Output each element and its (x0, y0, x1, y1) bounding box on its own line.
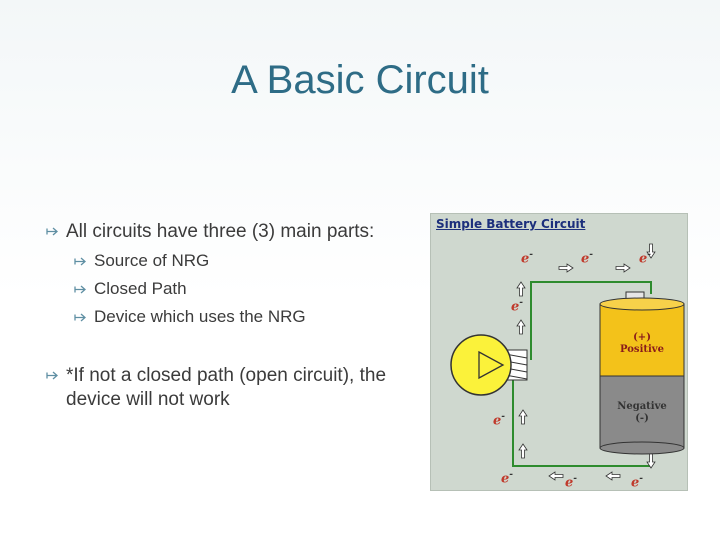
electron-label: e- (581, 250, 594, 267)
electron-label: e- (493, 412, 506, 429)
arrow-left-icon (548, 471, 564, 481)
slide-title: A Basic Circuit (231, 58, 489, 102)
arrow-up-icon (516, 281, 526, 297)
diagram-title: Simple Battery Circuit (436, 217, 586, 231)
battery-positive-label: (+) Positive (620, 332, 664, 355)
spacer (44, 334, 404, 364)
bullet-list: All circuits have three (3) main parts: … (44, 220, 404, 418)
bullet-arrow-icon (74, 313, 86, 322)
electron-label: e- (501, 470, 514, 487)
bullet-text: Closed Path (94, 279, 187, 298)
circuit-drawing (450, 243, 685, 481)
arrow-right-icon (558, 263, 574, 273)
wire-top (530, 281, 652, 360)
bullet-main-1: All circuits have three (3) main parts: (44, 220, 404, 244)
electron-label: e- (631, 474, 644, 491)
electron-label: e- (511, 298, 524, 315)
arrow-down-icon (646, 453, 656, 469)
arrow-up-icon (516, 319, 526, 335)
bullet-arrow-icon (74, 257, 86, 266)
electron-label: e- (565, 474, 578, 491)
bullet-text: Device which uses the NRG (94, 307, 306, 326)
bullet-text: All circuits have three (3) main parts: (66, 221, 375, 242)
battery-circuit-diagram: Simple Battery Circuit e- e- e- e- e- e-… (430, 213, 688, 491)
bullet-arrow-icon (46, 227, 58, 236)
bulb-icon (450, 334, 512, 396)
arrow-right-icon (615, 263, 631, 273)
arrow-up-icon (518, 443, 528, 459)
arrow-down-icon (646, 243, 656, 259)
bullet-text: *If not a closed path (open circuit), th… (66, 365, 387, 410)
battery-negative-label: Negative (-) (617, 401, 667, 424)
bulb-filament (478, 350, 505, 380)
arrow-left-icon (605, 471, 621, 481)
electron-label: e- (521, 250, 534, 267)
bullet-arrow-icon (46, 371, 58, 380)
bullet-text: Source of NRG (94, 251, 210, 270)
battery-negative (599, 375, 685, 449)
bullet-sub-1: Source of NRG (44, 250, 404, 272)
bullet-main-2: *If not a closed path (open circuit), th… (44, 364, 404, 412)
bullet-sub-3: Device which uses the NRG (44, 306, 404, 328)
arrow-up-icon (518, 409, 528, 425)
bullet-arrow-icon (74, 285, 86, 294)
electron-label: e- (639, 250, 652, 267)
bullet-sub-2: Closed Path (44, 278, 404, 300)
